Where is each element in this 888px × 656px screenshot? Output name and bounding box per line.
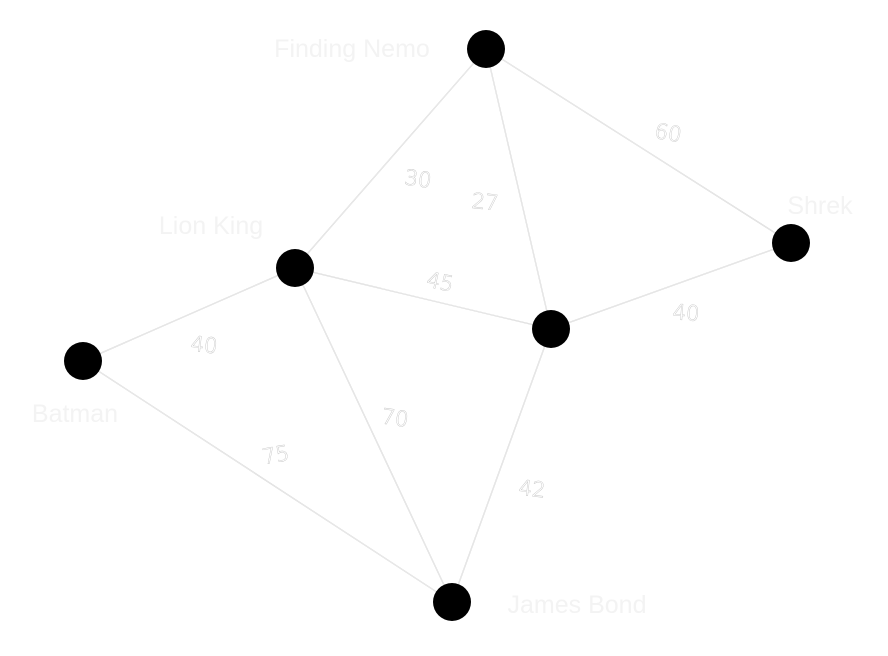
edge-weight-label: 40: [190, 332, 219, 359]
edge-highlight: [451, 328, 552, 603]
edge-highlight: [294, 267, 552, 330]
edge-weight-label: 30: [403, 165, 433, 192]
edge-weight-label: 40: [672, 300, 700, 326]
node-batman[interactable]: [64, 342, 102, 380]
node-shrek[interactable]: [772, 224, 810, 262]
edge-weight-label: 42: [518, 476, 547, 503]
edge-highlight: [82, 360, 453, 603]
edge-highlight: [294, 48, 487, 269]
node-finding-nemo[interactable]: [467, 30, 505, 68]
edge-weights-layer: 30 27 60 45 40 40 70 42 75: [189, 118, 700, 503]
edge-highlight: [485, 48, 792, 244]
edge-weight-label: 27: [471, 189, 500, 216]
edge-highlight: [550, 242, 792, 330]
node-label-lion-king: Lion King: [159, 212, 263, 240]
edge-highlight: [485, 48, 552, 330]
node-lion-king[interactable]: [276, 249, 314, 287]
edge-highlight: [294, 267, 453, 603]
node-label-batman: Batman: [32, 400, 118, 428]
node-label-finding-nemo: Finding Nemo: [274, 35, 430, 63]
edges-layer: [82, 48, 792, 603]
edge-weight-label: 70: [380, 404, 410, 431]
node-label-shrek: Shrek: [787, 192, 853, 220]
edge-highlight: [82, 267, 296, 362]
nodes-layer: [64, 30, 810, 621]
node-label-james-bond: James Bond: [508, 591, 647, 619]
edge-weight-label: 45: [425, 268, 456, 297]
edge-weight-label: 75: [261, 441, 291, 469]
edge-weight-label: 60: [653, 119, 683, 147]
node-james-bond[interactable]: [433, 583, 471, 621]
node-hub[interactable]: [532, 310, 570, 348]
